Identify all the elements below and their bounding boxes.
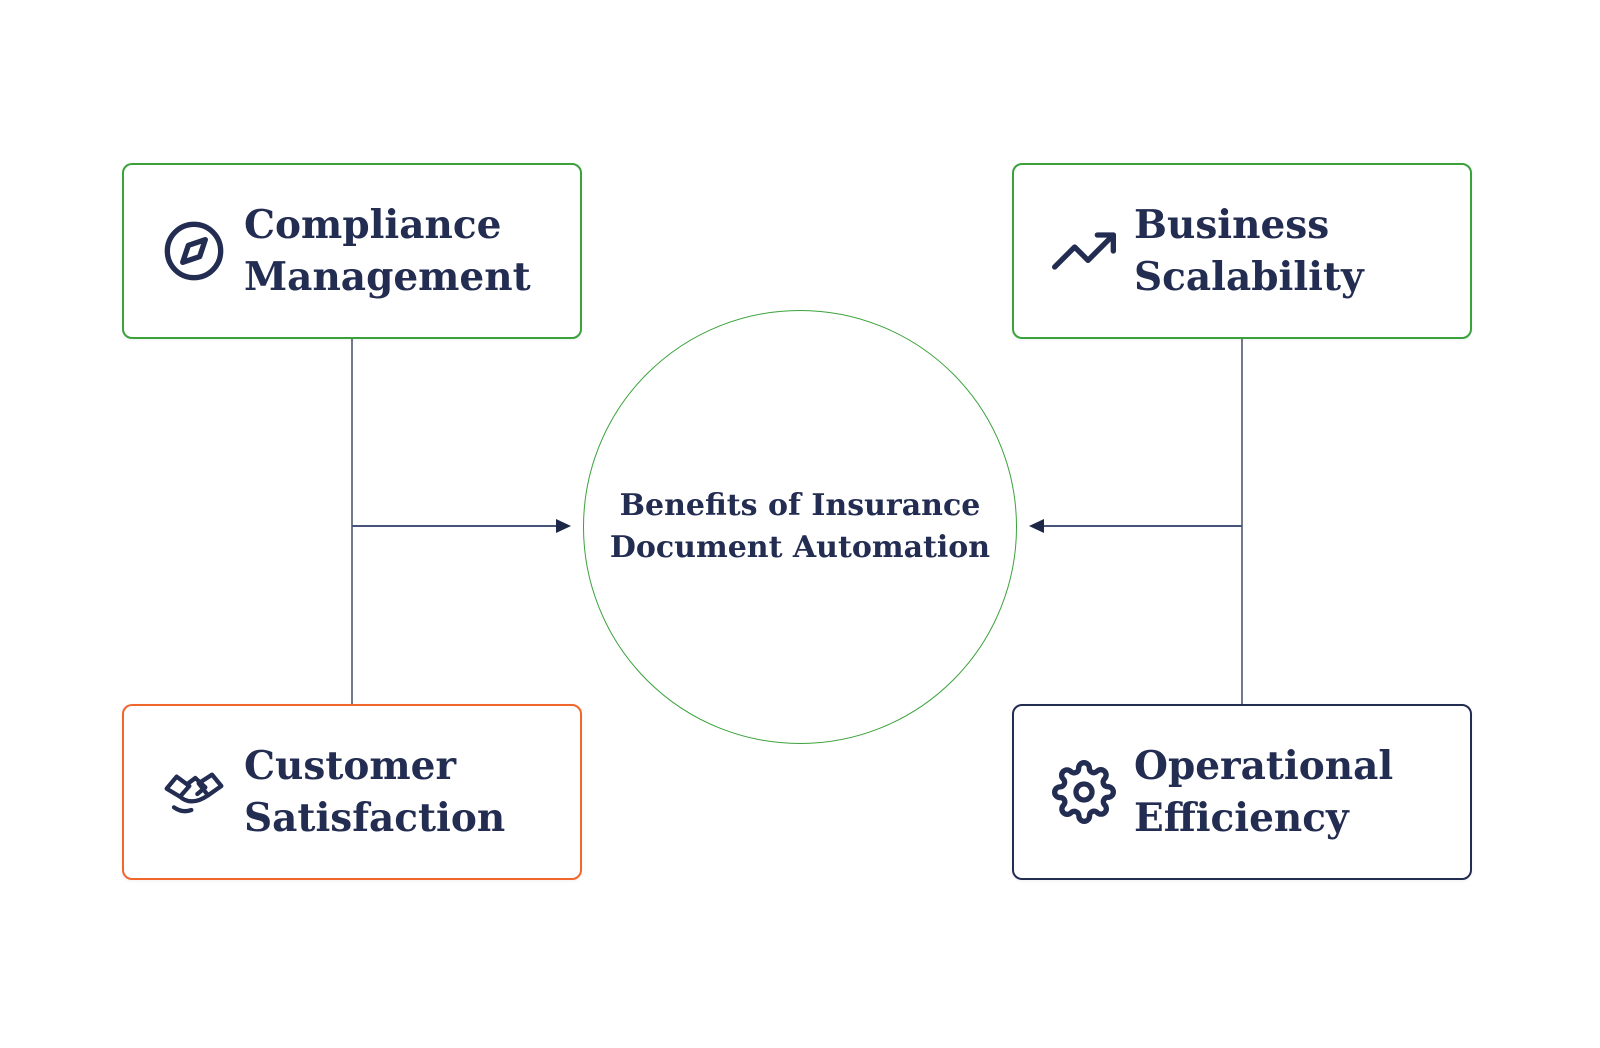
connector-right-arrow-line — [1044, 525, 1242, 527]
node-label-line: Customer — [244, 743, 457, 789]
arrowhead-left-icon — [1029, 519, 1044, 533]
node-compliance-management: Compliance Management — [122, 163, 582, 339]
center-title-line: Document Automation — [609, 530, 991, 565]
gear-icon — [1052, 760, 1116, 824]
node-label-line: Scalability — [1134, 254, 1364, 300]
node-label-line: Compliance — [244, 202, 502, 248]
node-label-line: Satisfaction — [244, 795, 506, 841]
node-label: Business Scalability — [1134, 199, 1364, 303]
node-business-scalability: Business Scalability — [1012, 163, 1472, 339]
arrowhead-right-icon — [556, 519, 571, 533]
node-operational-efficiency: Operational Efficiency — [1012, 704, 1472, 880]
center-circle: Benefits of Insurance Document Automatio… — [583, 310, 1017, 744]
node-label: Compliance Management — [244, 199, 531, 303]
node-label: Operational Efficiency — [1134, 740, 1393, 844]
center-title-line: Benefits of Insurance — [619, 488, 981, 523]
node-customer-satisfaction: Customer Satisfaction — [122, 704, 582, 880]
trending-up-icon — [1052, 219, 1116, 283]
connector-left-vertical — [351, 339, 353, 704]
handshake-icon — [162, 760, 226, 824]
connector-left-arrow-line — [352, 525, 556, 527]
node-label-line: Business — [1134, 202, 1330, 248]
node-label-line: Efficiency — [1134, 795, 1349, 841]
center-title: Benefits of Insurance Document Automatio… — [610, 485, 990, 569]
node-label-line: Operational — [1134, 743, 1394, 789]
connector-right-vertical — [1241, 339, 1243, 704]
compass-icon — [162, 219, 226, 283]
node-label: Customer Satisfaction — [244, 740, 505, 844]
node-label-line: Management — [244, 254, 531, 300]
